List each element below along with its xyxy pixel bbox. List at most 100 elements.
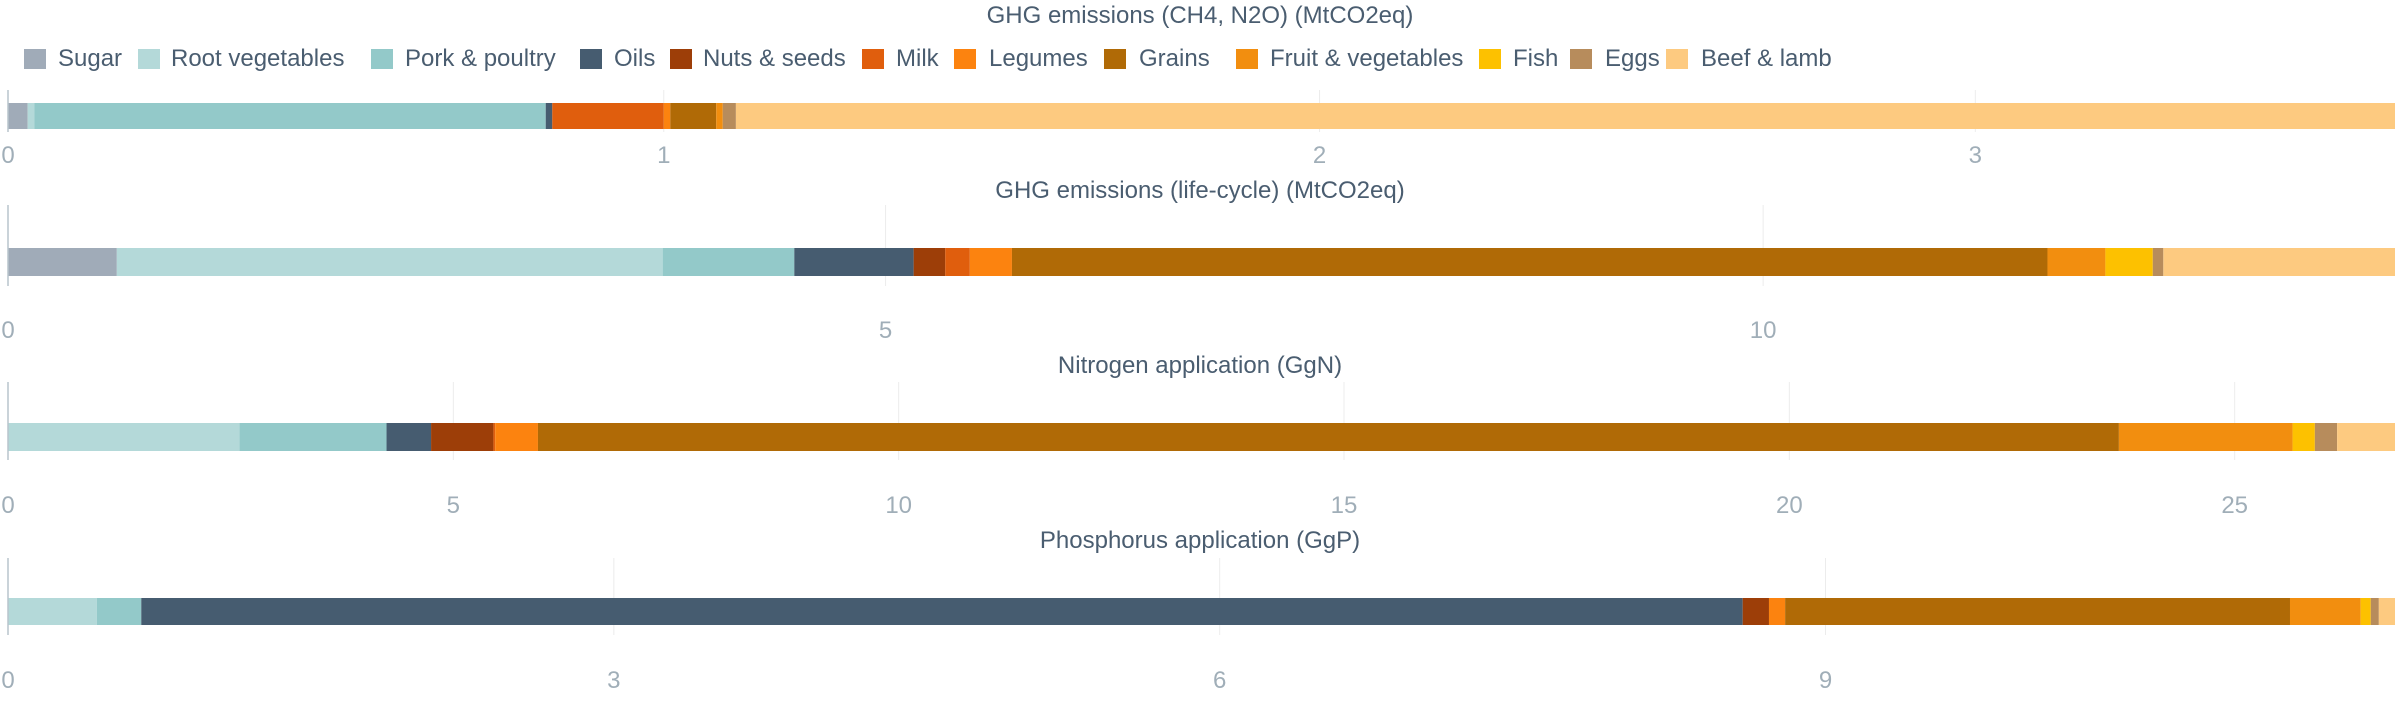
legend-item-pork-poultry[interactable]: Pork & poultry bbox=[371, 45, 556, 72]
bar-segment-grains[interactable] bbox=[1011, 248, 2048, 276]
bar-segment-legumes[interactable] bbox=[495, 423, 538, 451]
bar-segment-root-vegetables[interactable] bbox=[27, 103, 35, 129]
bar-segment-eggs[interactable] bbox=[2314, 423, 2338, 451]
legend-item-oils[interactable]: Oils bbox=[580, 45, 655, 72]
bar-segment-oils[interactable] bbox=[386, 423, 432, 451]
bar-segment-milk[interactable] bbox=[493, 423, 496, 451]
bar-segment-fruit-vegetables[interactable] bbox=[2118, 423, 2293, 451]
bar-segment-sugar[interactable] bbox=[8, 103, 28, 129]
tick-label: 10 bbox=[885, 492, 912, 519]
legend-item-beef-lamb[interactable]: Beef & lamb bbox=[1666, 45, 1832, 72]
bar-segment-nuts-seeds[interactable] bbox=[431, 423, 494, 451]
legend-item-eggs[interactable]: Eggs bbox=[1570, 45, 1660, 72]
bar-segment-pork-poultry[interactable] bbox=[96, 598, 142, 625]
bar-segment-eggs[interactable] bbox=[2152, 248, 2164, 276]
bar-segment-pork-poultry[interactable] bbox=[34, 103, 546, 129]
tick-label: 5 bbox=[447, 492, 460, 519]
legend-item-fish[interactable]: Fish bbox=[1479, 45, 1558, 72]
tick-label: 3 bbox=[607, 667, 620, 694]
legend-label: Sugar bbox=[58, 45, 122, 72]
tick-label: 1 bbox=[657, 142, 670, 169]
tick-label: 15 bbox=[1331, 492, 1358, 519]
bar-segment-nuts-seeds[interactable] bbox=[1742, 598, 1769, 625]
legend-label: Root vegetables bbox=[171, 45, 344, 72]
legend-swatch bbox=[24, 49, 46, 69]
legend-item-grains[interactable]: Grains bbox=[1104, 45, 1210, 72]
bar-segment-fish[interactable] bbox=[2292, 423, 2315, 451]
legend-item-fruit-vegetables[interactable]: Fruit & vegetables bbox=[1236, 45, 1463, 72]
bar-segment-fruit-vegetables[interactable] bbox=[2289, 598, 2361, 625]
tick-label: 0 bbox=[1, 667, 14, 694]
bar-segment-beef-lamb[interactable] bbox=[2163, 248, 2395, 276]
bar-segment-root-vegetables[interactable] bbox=[8, 423, 240, 451]
bar-segment-beef-lamb[interactable] bbox=[735, 103, 2396, 129]
chart-title: GHG emissions (CH4, N2O) (MtCO2eq) bbox=[987, 2, 1414, 29]
legend-label: Grains bbox=[1139, 45, 1210, 72]
chart-title: Phosphorus application (GgP) bbox=[1040, 527, 1360, 554]
legend-item-nuts-seeds[interactable]: Nuts & seeds bbox=[670, 45, 846, 72]
bar-segment-pork-poultry[interactable] bbox=[239, 423, 387, 451]
legend-item-milk[interactable]: Milk bbox=[862, 45, 940, 72]
legend-label: Beef & lamb bbox=[1701, 45, 1832, 72]
bar-segment-fish[interactable] bbox=[2105, 248, 2153, 276]
legend-swatch bbox=[138, 49, 160, 69]
bar-segment-eggs[interactable] bbox=[2370, 598, 2379, 625]
tick-label: 0 bbox=[1, 492, 14, 519]
bar-segment-fish[interactable] bbox=[2360, 598, 2371, 625]
legend-label: Milk bbox=[896, 45, 940, 72]
bar-segment-pork-poultry[interactable] bbox=[662, 248, 795, 276]
tick-label: 9 bbox=[1819, 667, 1832, 694]
legend-swatch bbox=[371, 49, 393, 69]
legend-swatch bbox=[1479, 49, 1501, 69]
bar-segment-beef-lamb[interactable] bbox=[2337, 423, 2395, 451]
bar-segment-nuts-seeds[interactable] bbox=[913, 248, 946, 276]
bar-segment-grains[interactable] bbox=[670, 103, 717, 129]
legend-swatch bbox=[862, 49, 884, 69]
bar-segment-fruit-vegetables[interactable] bbox=[2047, 248, 2106, 276]
chart-title: Nitrogen application (GgN) bbox=[1058, 352, 1342, 379]
legend-item-root-vegetables[interactable]: Root vegetables bbox=[138, 45, 344, 72]
legend-label: Oils bbox=[614, 45, 655, 72]
tick-label: 3 bbox=[1969, 142, 1982, 169]
tick-label: 10 bbox=[1750, 317, 1777, 344]
bar-segment-sugar[interactable] bbox=[8, 248, 117, 276]
legend-swatch bbox=[1666, 49, 1688, 69]
bar-segment-oils[interactable] bbox=[794, 248, 914, 276]
tick-label: 20 bbox=[1776, 492, 1803, 519]
tick-label: 0 bbox=[1, 317, 14, 344]
legend-label: Pork & poultry bbox=[405, 45, 556, 72]
legend: Sugar Root vegetables Pork & poultry Oils Nu… bbox=[24, 45, 1832, 72]
bar-segment-beef-lamb[interactable] bbox=[2378, 598, 2395, 625]
bar-segment-grains[interactable] bbox=[1785, 598, 2290, 625]
bar-segment-root-vegetables[interactable] bbox=[8, 598, 97, 625]
legend-label: Legumes bbox=[989, 45, 1088, 72]
bar-segment-legumes[interactable] bbox=[969, 248, 1012, 276]
legend-label: Fruit & vegetables bbox=[1270, 45, 1463, 72]
legend-swatch bbox=[670, 49, 692, 69]
legend-item-legumes[interactable]: Legumes bbox=[954, 45, 1088, 72]
legend-swatch bbox=[1104, 49, 1126, 69]
bar-segment-fruit-vegetables[interactable] bbox=[716, 103, 723, 129]
legend-swatch bbox=[1236, 49, 1258, 69]
legend-label: Fish bbox=[1513, 45, 1558, 72]
bar-segment-oils[interactable] bbox=[545, 103, 553, 129]
bar-segment-milk[interactable] bbox=[945, 248, 970, 276]
bar-segment-milk[interactable] bbox=[552, 103, 664, 129]
legend-label: Eggs bbox=[1605, 45, 1660, 72]
legend-label: Nuts & seeds bbox=[703, 45, 846, 72]
bar-segment-oils[interactable] bbox=[141, 598, 1743, 625]
legend-item-sugar[interactable]: Sugar bbox=[24, 45, 122, 72]
bar-segment-grains[interactable] bbox=[537, 423, 2119, 451]
bar-segment-eggs[interactable] bbox=[722, 103, 736, 129]
legend-swatch bbox=[1570, 49, 1592, 69]
legend-swatch bbox=[954, 49, 976, 69]
bar-segment-root-vegetables[interactable] bbox=[116, 248, 663, 276]
bar-segment-legumes[interactable] bbox=[663, 103, 671, 129]
bar-segment-legumes[interactable] bbox=[1768, 598, 1786, 625]
